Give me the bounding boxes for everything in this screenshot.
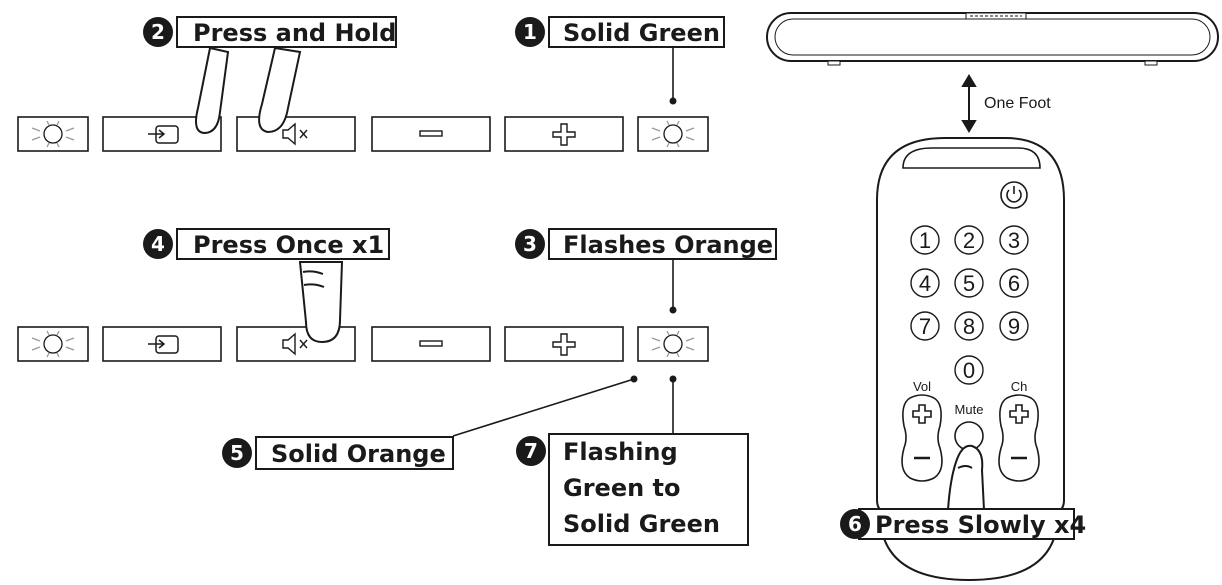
plus-icon [552,123,576,146]
soundbar [766,12,1219,66]
remote-key [954,268,984,298]
finger-press-icon [195,46,302,135]
step-number: 6 [848,512,862,536]
callout-step-3: 3 Flashes Orange [515,228,777,260]
led-light-icon [31,330,75,358]
step-label: Solid Green [563,19,720,47]
remote-key-label: 3 [1008,228,1020,253]
minus-icon [419,340,443,347]
leader-dot [669,306,677,314]
remote-key [999,311,1029,341]
remote-key [910,268,940,298]
minus-icon [419,130,443,137]
step-number: 7 [524,439,538,463]
led-light-icon [651,330,695,358]
step-label: Flashes Orange [563,231,773,259]
leader-line [452,378,635,437]
plus-button [504,326,624,362]
leader-dot [669,97,677,105]
remote-key [910,225,940,255]
callout-step-6: 6 Press Slowly x4 [840,508,1086,540]
minus-button [371,116,491,152]
volume-rocker [901,394,943,482]
callout-step-4: 4 Press Once x1 [143,228,390,260]
input-source-icon [148,335,179,354]
control-panel-row-1 [17,116,709,152]
step-label: Solid Orange [271,440,446,468]
remote-control: 1 2 3 4 5 6 7 8 9 0 Vol Ch Mute [876,137,1065,582]
plus-icon [552,333,576,356]
step-number: 4 [151,232,165,256]
remote-key-label: 5 [963,271,975,296]
plus-button [504,116,624,152]
step-label-line: Solid Green [563,510,720,538]
callout-step-2: 2 Press and Hold [143,16,397,48]
remote-key-label: 0 [963,358,975,383]
plus-icon [1009,404,1029,424]
led-light-icon [31,120,75,148]
remote-key [910,311,940,341]
remote-key-label: 7 [919,314,931,339]
control-panel-row-2 [17,326,709,362]
soundbar-foot [827,60,1158,66]
led-light-icon [651,120,695,148]
remote-key-label: 9 [1008,314,1020,339]
remote-key-label: 8 [963,314,975,339]
remote-key [999,268,1029,298]
remote-key [954,311,984,341]
callout-step-5: 5 Solid Orange [222,436,454,470]
step-number: 1 [523,20,537,44]
step-label: Press and Hold [193,19,396,47]
step-label: Press Once x1 [193,231,384,259]
mute-icon [282,122,308,146]
channel-rocker [998,394,1040,482]
finger-press-icon [946,444,986,511]
step-label: Press Slowly x4 [875,511,1086,539]
remote-key [954,355,984,385]
callout-step-7: 7 Flashing Green to Solid Green [516,433,749,546]
input-source-icon [148,125,179,144]
power-icon [1000,181,1028,209]
step-number: 2 [151,20,165,44]
callout-step-1: 1 Solid Green [515,16,725,48]
remote-key-label: 2 [963,228,975,253]
mute-button [236,116,356,152]
vol-label: Vol [913,379,931,394]
remote-key-label: 4 [919,271,931,296]
remote-key-label: 6 [1008,271,1020,296]
step-number: 3 [523,232,537,256]
remote-key-label: 1 [919,228,931,253]
mute-label: Mute [955,402,984,417]
minus-button [371,326,491,362]
distance-label: One Foot [984,95,1051,112]
plus-icon [912,404,932,424]
remote-key [999,225,1029,255]
distance-arrow [961,74,977,133]
finger-press-icon [298,261,344,344]
remote-key [954,225,984,255]
step-label-line: Flashing [563,438,678,466]
mute-icon [282,332,308,356]
step-number: 5 [230,441,244,465]
ch-label: Ch [1011,379,1028,394]
step-label-line: Green to [563,474,681,502]
